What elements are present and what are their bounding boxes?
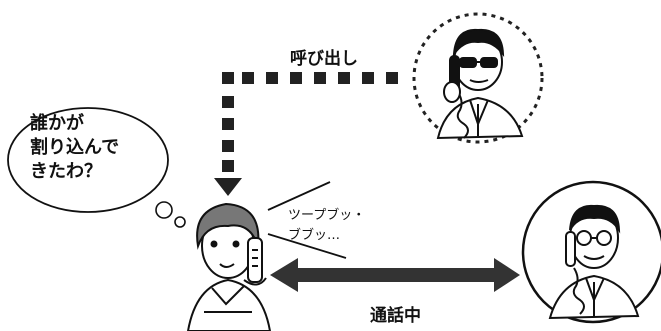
path-square (222, 140, 234, 152)
thought-bubble (7, 107, 186, 228)
path-square (222, 118, 234, 130)
partner-figure (521, 180, 661, 324)
arrow-shaft (294, 268, 498, 282)
talking-double-arrow (270, 258, 520, 292)
sound-line-upper (267, 181, 331, 211)
talking-label: 通話中 (370, 306, 421, 326)
man-with-glasses-on-phone-icon (548, 204, 640, 320)
path-arrowhead-down (214, 178, 242, 196)
path-square (222, 72, 234, 84)
thought-bubble-text: 誰かが 割り込んで きたわ？ (30, 113, 120, 182)
path-square (242, 72, 254, 84)
path-square (290, 72, 302, 84)
call-label: 呼び出し (290, 49, 358, 69)
incoming-call-path (214, 72, 398, 196)
path-square (222, 160, 234, 172)
path-square (314, 72, 326, 84)
thought-dot-large (155, 201, 173, 219)
arrow-head-left (270, 258, 298, 292)
woman-on-cordless-phone-icon (186, 202, 272, 331)
path-square (222, 96, 234, 108)
path-square (386, 72, 398, 84)
sound-lines (267, 181, 347, 259)
thought-dot-small (174, 216, 186, 228)
man-with-sunglasses-on-phone-icon (436, 28, 524, 140)
sound-line-lower (267, 233, 347, 259)
path-square (362, 72, 374, 84)
thought-bubble-outline (7, 107, 169, 213)
caller-figure (412, 12, 544, 144)
path-square (338, 72, 350, 84)
arrow-head-right (494, 258, 520, 292)
path-square (266, 72, 278, 84)
interrupt-tone-text: ツープブッ・ ブブッ… (288, 208, 366, 243)
